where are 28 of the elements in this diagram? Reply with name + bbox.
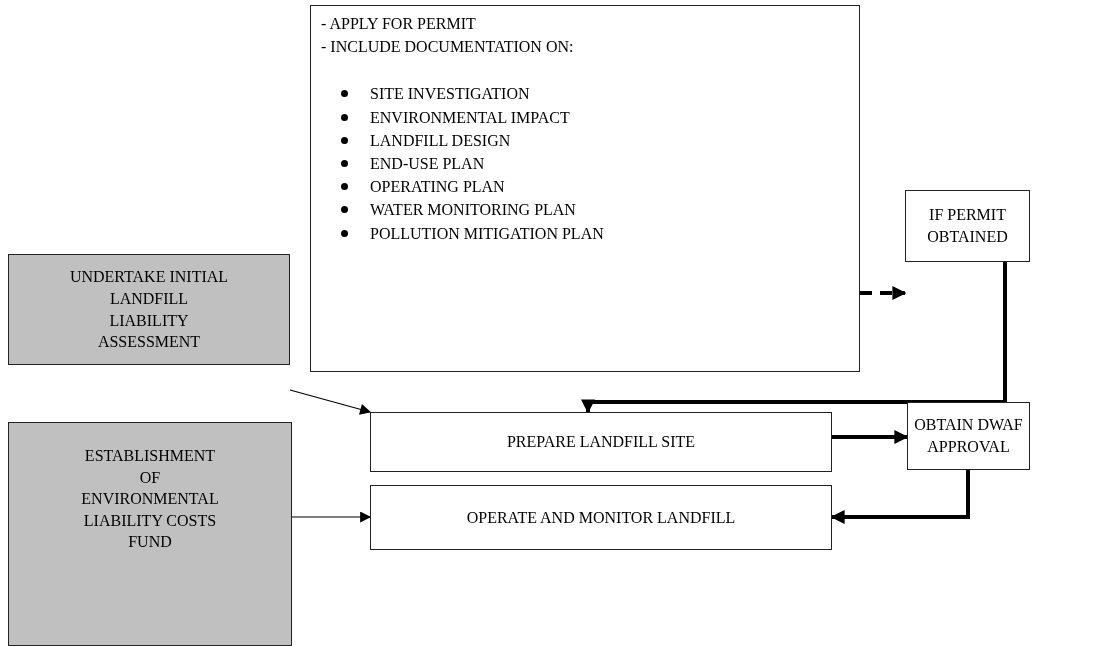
process-box [905, 190, 1030, 262]
box-label: OBTAIN DWAF APPROVAL [913, 415, 1024, 457]
list-item: WATER MONITORING PLAN [370, 200, 576, 221]
arrow [289, 389, 372, 415]
arrow [581, 262, 1007, 414]
box-label: OPERATE AND MONITOR LANDFILL [466, 507, 736, 528]
list-item: SITE INVESTIGATION [370, 84, 530, 105]
instruction-text: - APPLY FOR PERMIT [321, 14, 477, 34]
process-box [370, 412, 832, 472]
list-item: OPERATING PLAN [370, 177, 505, 198]
box-label: ESTABLISHMENT OF ENVIRONMENTAL LIABILITY COSTS FUND [80, 446, 220, 553]
instruction-text: - INCLUDE DOCUMENTATION ON: [321, 37, 575, 58]
box-label: IF PERMIT OBTAINED [926, 205, 1009, 247]
process-box [370, 485, 832, 550]
box-label: PREPARE LANDFILL SITE [506, 432, 696, 453]
list-item: ENVIRONMENTAL IMPACT [370, 107, 570, 128]
list-item: END-USE PLAN [370, 153, 485, 174]
assessment-box [8, 254, 290, 365]
dashed-arrow [860, 286, 907, 300]
list-item: POLLUTION MITIGATION PLAN [370, 223, 604, 244]
arrow [291, 511, 372, 523]
box-label: UNDERTAKE INITIAL LANDFILL LIABILITY ASSESSMENT [69, 267, 229, 353]
fund-box [8, 422, 292, 646]
arrow [830, 470, 970, 524]
list-item: LANDFILL DESIGN [370, 130, 511, 151]
arrow [832, 430, 909, 444]
process-box [907, 402, 1030, 470]
permit-application-box [310, 5, 860, 372]
